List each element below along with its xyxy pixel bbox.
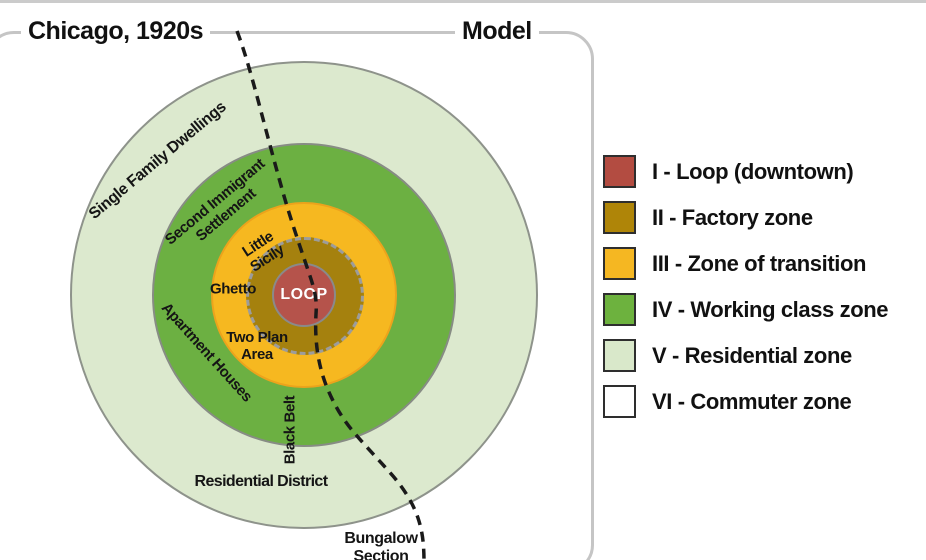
legend-item-zone-v: V - Residential zone (603, 339, 888, 372)
legend-swatch-commuter (603, 385, 636, 418)
label-loop: LOOP (280, 286, 328, 303)
legend-item-zone-i: I - Loop (downtown) (603, 155, 888, 188)
legend-item-zone-vi: VI - Commuter zone (603, 385, 888, 418)
legend: I - Loop (downtown) II - Factory zone II… (603, 155, 889, 431)
label-residential-district: Residential District (194, 473, 329, 491)
legend-swatch-working-class (603, 293, 636, 326)
zone-i-loop-circle: LOOP (272, 263, 336, 327)
title-chicago-1920s: Chicago, 1920s (21, 17, 211, 46)
legend-label-factory: II - Factory zone (652, 204, 813, 230)
legend-label-commuter: VI - Commuter zone (652, 388, 852, 414)
label-black-belt: Black Belt (281, 395, 299, 465)
legend-swatch-loop (603, 155, 636, 188)
legend-label-residential: V - Residential zone (652, 342, 852, 368)
legend-item-zone-ii: II - Factory zone (603, 201, 888, 234)
legend-swatch-transition (603, 247, 636, 280)
top-edge-bar (0, 0, 926, 3)
label-ghetto: Ghetto (210, 280, 256, 298)
legend-item-zone-iv: IV - Working class zone (603, 293, 889, 326)
legend-label-transition: III - Zone of transition (652, 250, 867, 276)
legend-label-loop: I - Loop (downtown) (652, 158, 854, 184)
legend-label-working-class: IV - Working class zone (652, 296, 889, 322)
legend-swatch-factory (603, 201, 636, 234)
title-model: Model (455, 17, 539, 46)
label-bungalow-section: Bungalow Section (344, 530, 418, 560)
legend-item-zone-iii: III - Zone of transition (603, 247, 888, 280)
legend-swatch-residential (603, 339, 636, 372)
label-two-plan-area: Two Plan Area (226, 329, 288, 363)
